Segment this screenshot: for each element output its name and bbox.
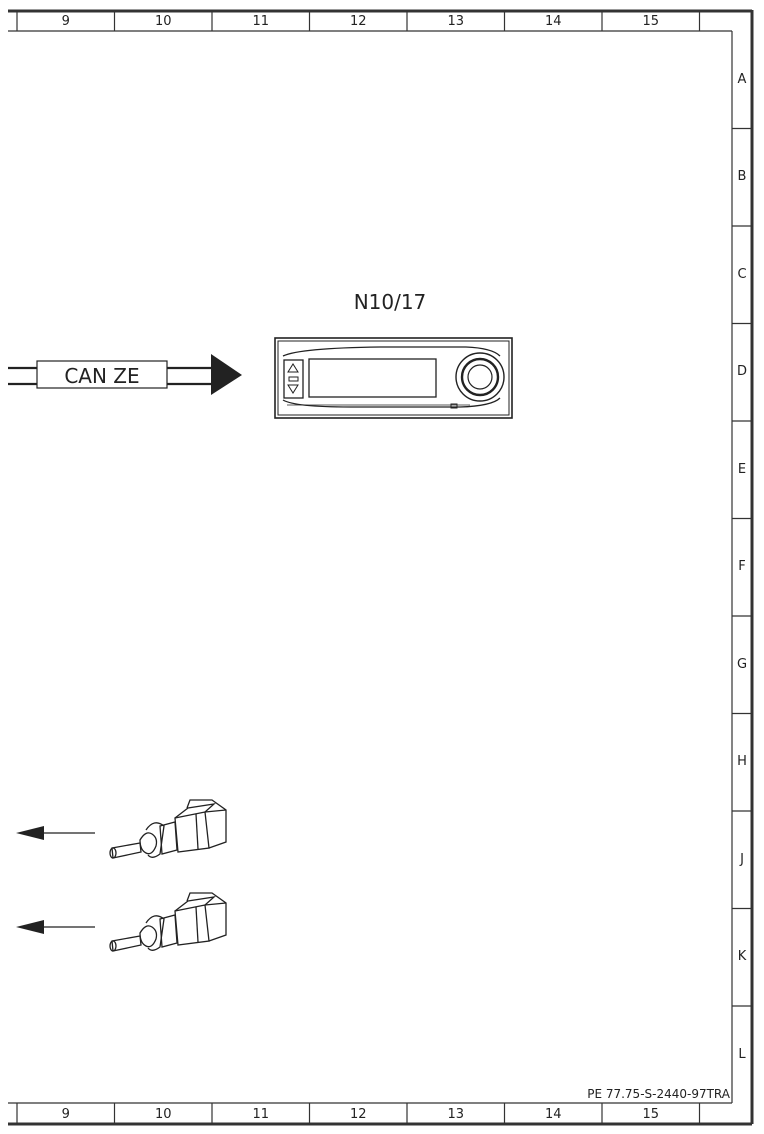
- row-letter: A: [737, 71, 747, 87]
- row-letter: J: [740, 851, 744, 867]
- row-letter: D: [736, 364, 747, 380]
- row-dividers: [732, 127, 752, 1007]
- column-number-top: 9: [61, 14, 70, 29]
- row-letter: B: [737, 169, 747, 185]
- column-dividers-top: [113, 11, 701, 31]
- component-label: N10/17: [353, 290, 427, 314]
- column-number-top: 15: [642, 14, 660, 29]
- column-dividers-bottom: [113, 1103, 701, 1124]
- column-number-bottom: 13: [447, 1107, 465, 1122]
- document-code: PE 77.75-S-2440-97TRA: [587, 1087, 730, 1101]
- column-number-top: 13: [447, 14, 465, 29]
- arrow-left-icon: [16, 920, 44, 934]
- row-letter: E: [737, 461, 747, 477]
- column-number-bottom: 11: [252, 1107, 270, 1122]
- column-number-top: 10: [154, 14, 172, 29]
- column-number-bottom: 14: [544, 1107, 562, 1122]
- row-letter: H: [737, 754, 747, 770]
- bus-label: CAN ZE: [64, 364, 140, 388]
- arrow-left-icon: [16, 826, 44, 840]
- drawing-frame: [8, 9, 754, 1126]
- column-number-bottom: 12: [349, 1107, 367, 1122]
- row-letter: G: [736, 656, 748, 672]
- column-number-top: 14: [544, 14, 562, 29]
- column-number-top: 12: [349, 14, 367, 29]
- plug-connector-icon: [109, 892, 227, 952]
- row-letter: C: [737, 266, 747, 282]
- row-letter: K: [737, 949, 747, 965]
- bus-arrow-icon: [8, 354, 242, 395]
- column-number-bottom: 10: [154, 1107, 172, 1122]
- radio-head-unit-icon: [274, 337, 513, 419]
- connector-upper: [16, 799, 227, 859]
- display-window: [308, 358, 437, 398]
- column-number-bottom: 15: [642, 1107, 660, 1122]
- column-number-top: 11: [252, 14, 270, 29]
- bus-label-box: [36, 360, 168, 389]
- connector-lower: [16, 892, 227, 952]
- row-letter: L: [738, 1046, 746, 1062]
- column-number-bottom: 9: [61, 1107, 70, 1122]
- seek-buttons: [283, 359, 304, 399]
- row-letter: F: [738, 559, 746, 575]
- plug-connector-icon: [109, 799, 227, 859]
- volume-knob: [455, 352, 505, 402]
